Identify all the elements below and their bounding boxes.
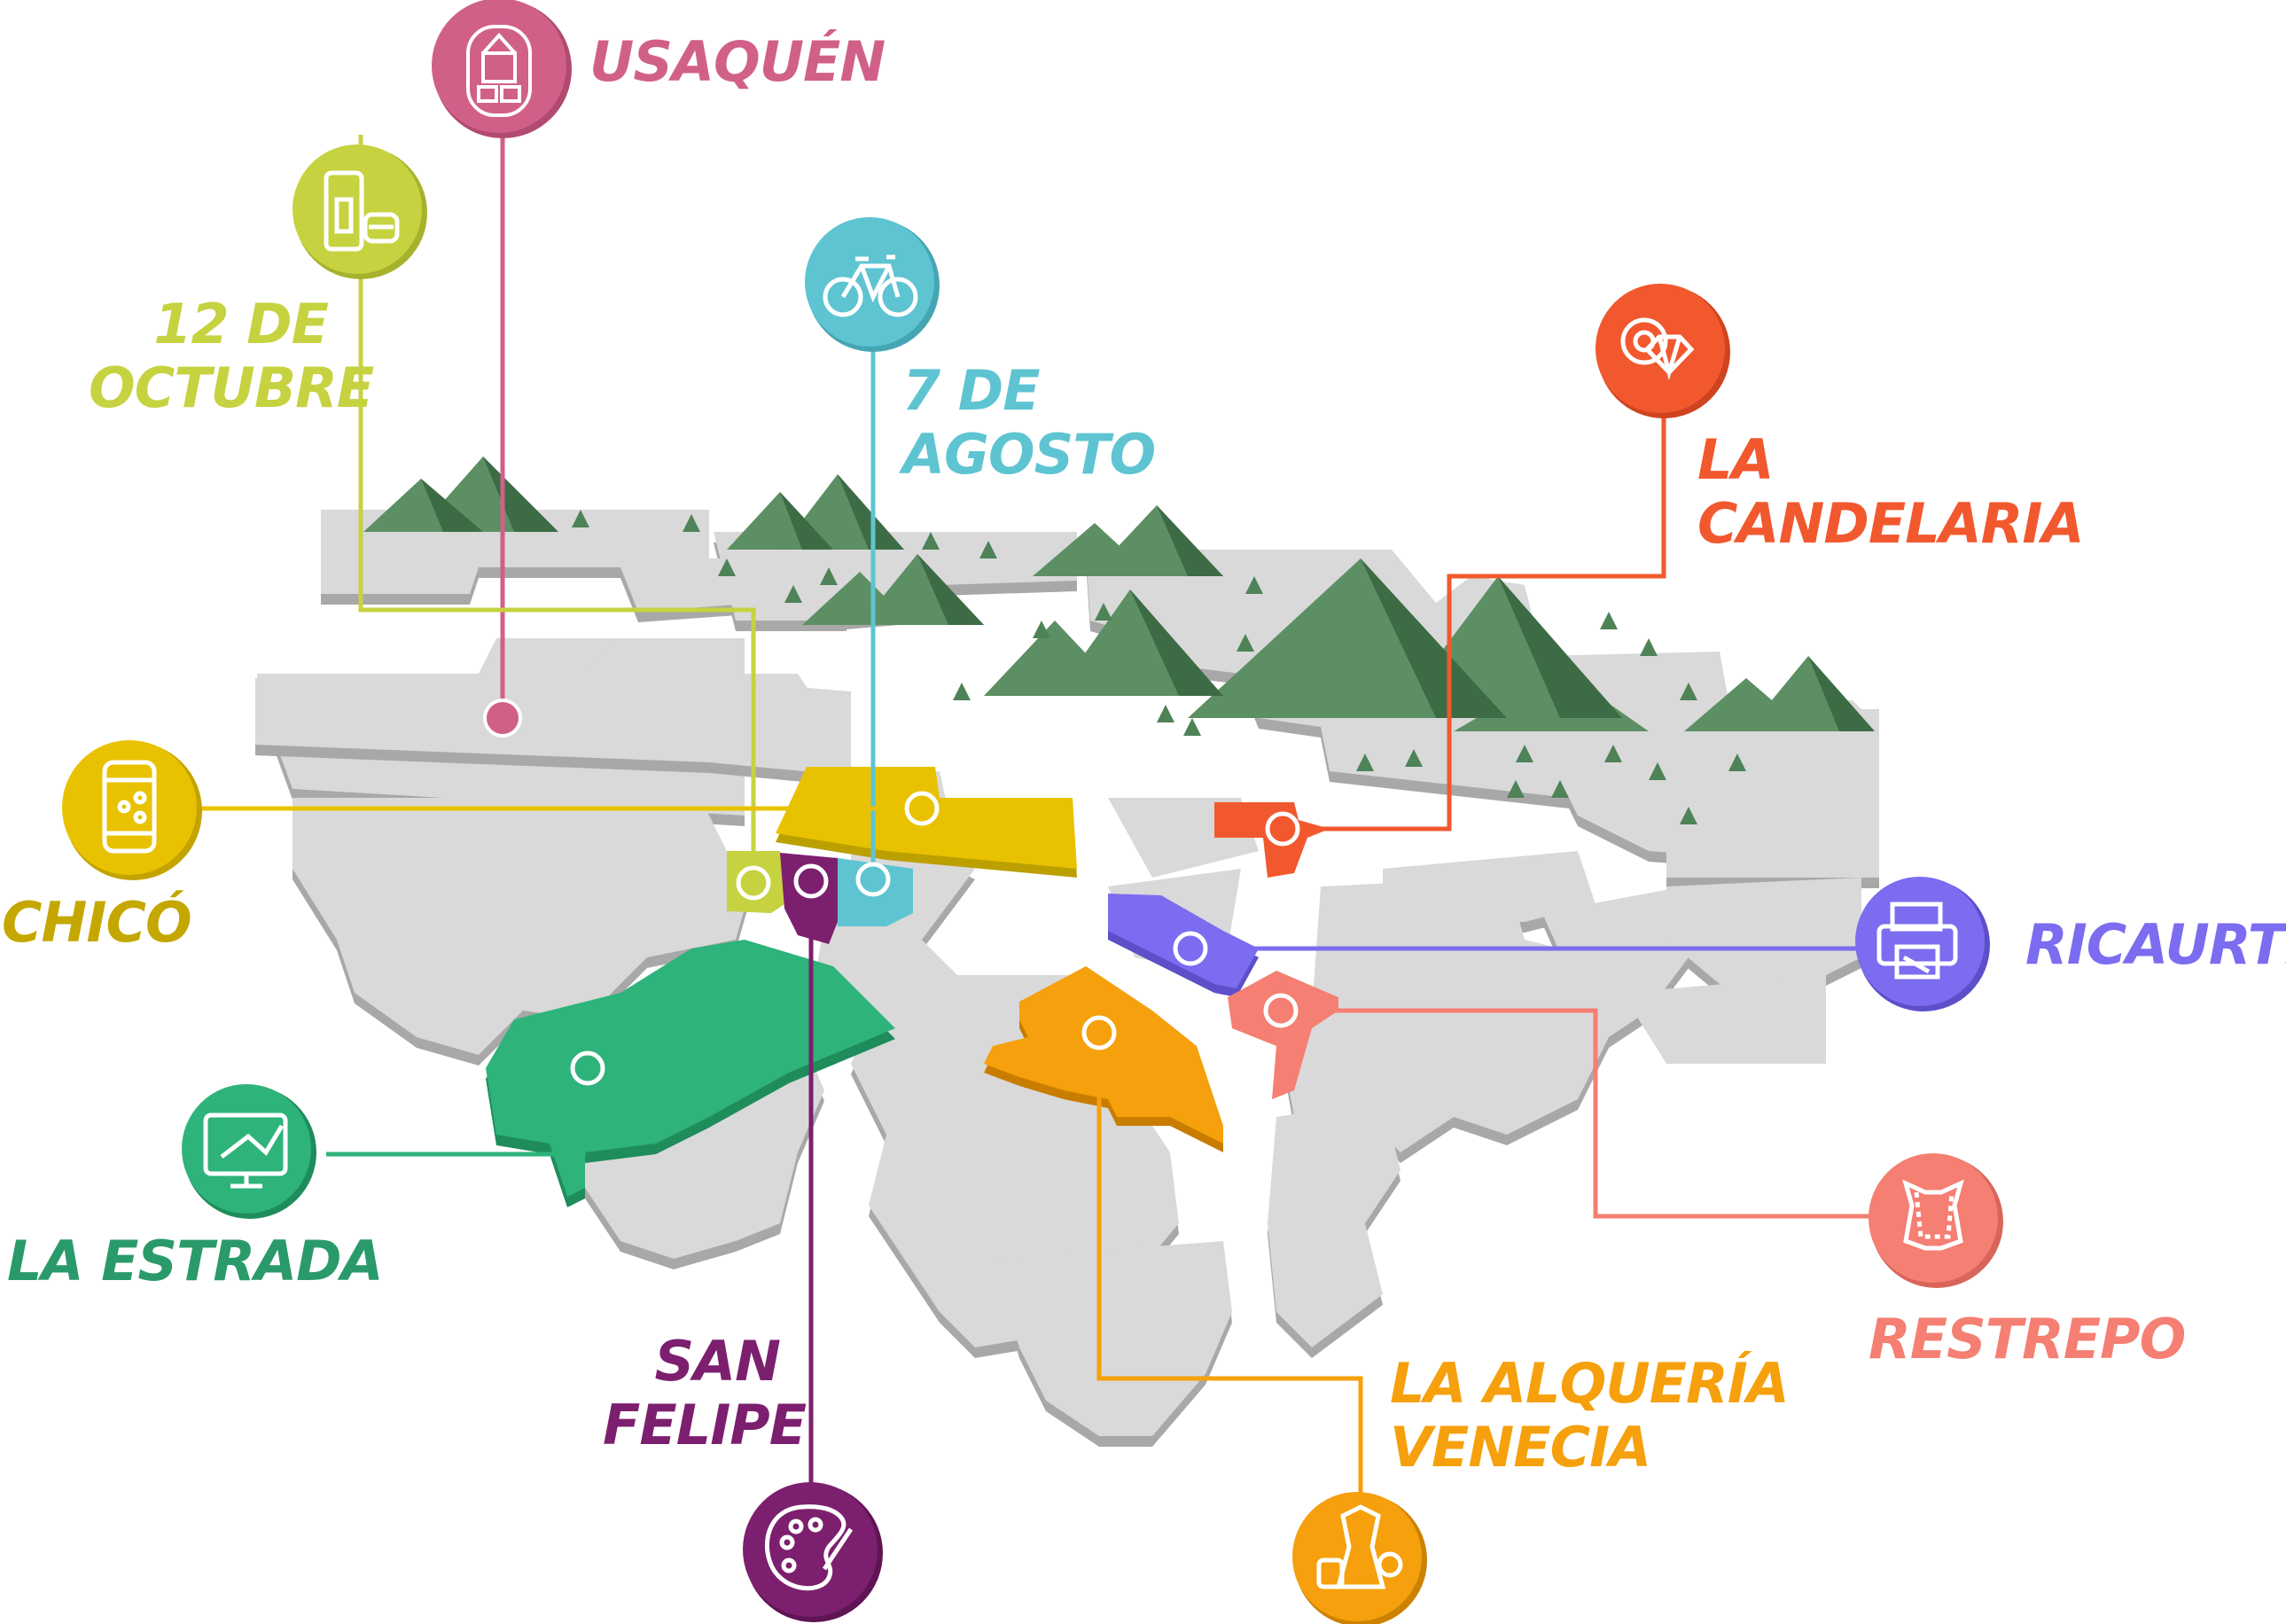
la-candelaria-label[interactable]: LA CANDELARIA <box>1697 427 2084 556</box>
la-alqueria-venecia-label-line2: VENECIA <box>1390 1415 1651 1480</box>
restrepo-label-line1: RESTREPO <box>1869 1307 2186 1371</box>
usaquen-label[interactable]: USAQUÉN <box>589 29 886 94</box>
area-markers <box>483 699 1300 1086</box>
12-de-octubre-label[interactable]: 12 DE OCTUBRE <box>89 292 374 420</box>
12-de-octubre-label-line1: 12 DE <box>153 292 329 356</box>
la-candelaria-pin[interactable] <box>1596 284 1730 418</box>
7-de-agosto-pin[interactable] <box>805 217 940 352</box>
ricaurte-pin[interactable] <box>1855 877 1990 1011</box>
printer-icon <box>1876 902 1958 980</box>
7-de-agosto-label[interactable]: 7 DE AGOSTO <box>902 358 1156 487</box>
12-de-octubre-label-line2: OCTUBRE <box>89 355 374 420</box>
design-monitor-icon <box>203 1113 288 1189</box>
chico-label-line1: CHICÓ <box>2 890 192 955</box>
art-palette-icon <box>764 1504 854 1591</box>
usaquen-label-line1: USAQUÉN <box>589 29 886 94</box>
san-felipe-pin[interactable] <box>743 1482 883 1622</box>
la-alqueria-venecia-label[interactable]: LA ALQUERÍA VENECIA <box>1390 1351 1790 1480</box>
la-estrada-label-line1: LA ESTRADA <box>7 1229 384 1293</box>
town-hall-icon <box>466 25 532 117</box>
ricaurte-label[interactable]: RICAURTE <box>2025 913 2286 977</box>
connector-lines <box>151 84 1923 1534</box>
restrepo-label[interactable]: RESTREPO <box>1869 1307 2186 1371</box>
trees <box>572 510 1746 824</box>
7-de-agosto-label-line1: 7 DE <box>902 358 1041 423</box>
la-candelaria-label-line2: CANDELARIA <box>1697 491 2084 556</box>
restrepo-pin[interactable] <box>1869 1153 2003 1288</box>
la-alqueria-venecia-label-line1: LA ALQUERÍA <box>1390 1351 1790 1416</box>
leather-icon <box>1902 1179 1964 1251</box>
usaquen-pin[interactable] <box>432 0 572 138</box>
la-candelaria-label-line1: LA <box>1697 427 1775 492</box>
chico-pin[interactable] <box>62 740 202 880</box>
san-felipe-label[interactable]: SAN FELIPE <box>603 1329 807 1457</box>
la-estrada-label[interactable]: LA ESTRADA <box>7 1229 384 1293</box>
san-felipe-label-line1: SAN <box>654 1329 781 1394</box>
la-estrada-pin[interactable] <box>182 1084 316 1219</box>
san-felipe-label-line2: FELIPE <box>603 1393 807 1457</box>
jewel-icon <box>1620 317 1695 381</box>
shop-icon <box>324 170 400 252</box>
ricaurte-label-line1: RICAURTE <box>2025 912 2286 977</box>
7-de-agosto-label-line2: AGOSTO <box>902 422 1156 487</box>
la-alqueria-venecia-pin[interactable] <box>1292 1492 1427 1624</box>
fashion-icon <box>1316 1504 1403 1589</box>
smartphone-icon <box>102 760 157 854</box>
bicycle-icon <box>823 254 918 317</box>
12-de-octubre-pin[interactable] <box>293 144 427 279</box>
chico-label[interactable]: CHICÓ <box>2 890 192 955</box>
